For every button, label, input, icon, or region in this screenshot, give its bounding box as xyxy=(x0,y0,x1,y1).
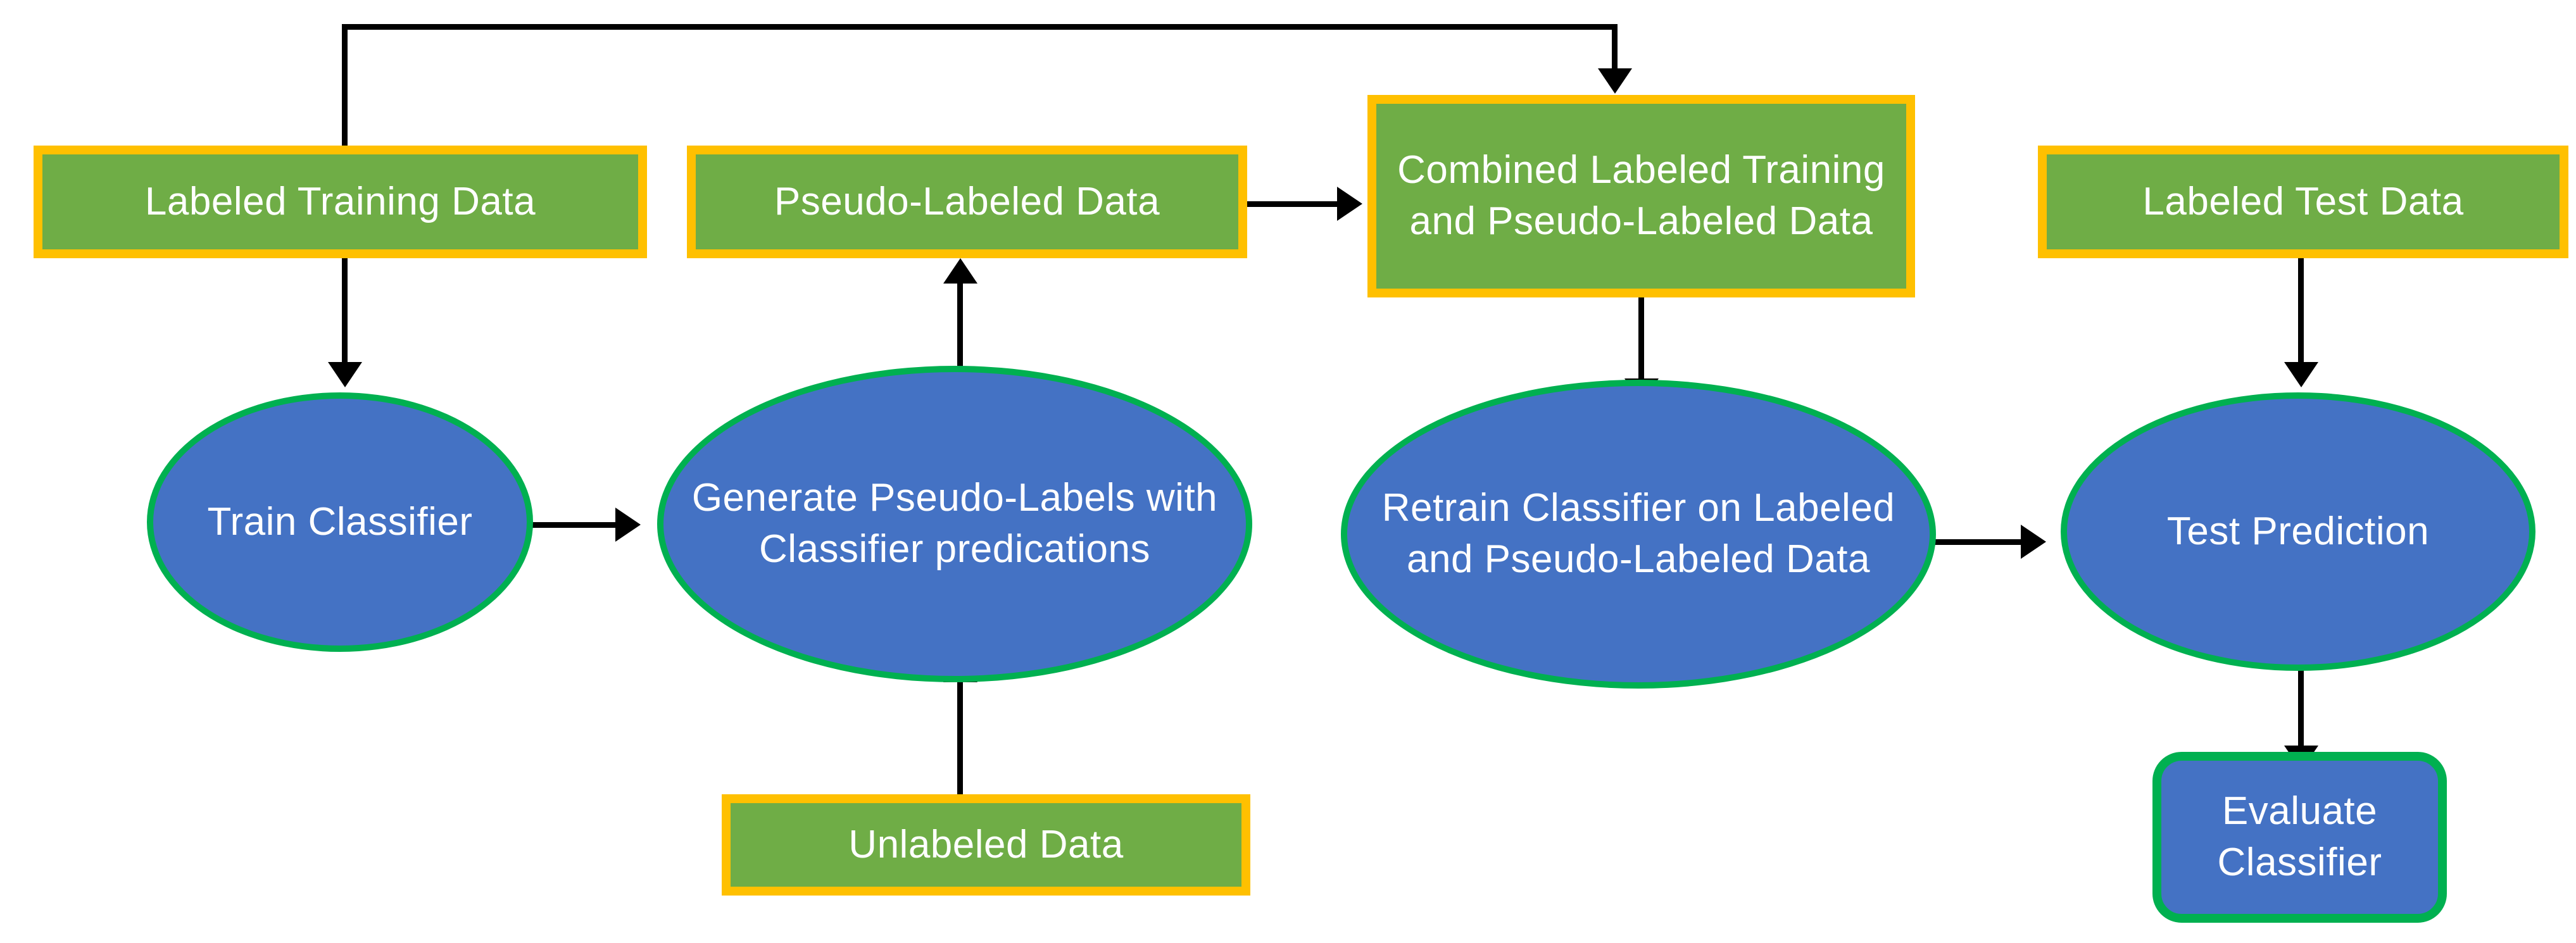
node-pseudo-labeled-data-label: Pseudo-Labeled Data xyxy=(774,179,1160,223)
node-labeled-test-data[interactable]: Labeled Test Data xyxy=(2038,146,2568,258)
node-evaluate-classifier[interactable]: Evaluate Classifier xyxy=(2152,752,2447,923)
edge-training-to-combined-riser xyxy=(342,27,348,147)
node-generate-pseudo-labels-label: Generate Pseudo-Labels with Classifier p… xyxy=(691,476,1218,571)
node-generate-pseudo-labels[interactable]: Generate Pseudo-Labels with Classifier p… xyxy=(657,366,1252,682)
edge-testdata-to-test-line xyxy=(2298,256,2304,367)
node-unlabeled-data[interactable]: Unlabeled Data xyxy=(722,794,1250,896)
edge-training-to-combined-drop xyxy=(1612,24,1618,73)
edge-pseudo-to-combined-line xyxy=(1247,201,1339,207)
node-labeled-training-data-label: Labeled Training Data xyxy=(144,179,536,223)
edge-testdata-to-test-arrowhead xyxy=(2284,362,2318,387)
edge-retrain-to-test-arrowhead xyxy=(2021,525,2046,559)
edge-train-to-generate-arrowhead xyxy=(615,508,641,542)
edge-train-to-generate-line xyxy=(531,522,622,528)
node-unlabeled-data-label: Unlabeled Data xyxy=(848,822,1124,866)
node-test-prediction[interactable]: Test Prediction xyxy=(2061,392,2535,671)
node-combined-data-label: Combined Labeled Training and Pseudo-Lab… xyxy=(1397,148,1885,243)
node-evaluate-classifier-label: Evaluate Classifier xyxy=(2217,789,2382,884)
edge-test-to-evaluate-line xyxy=(2298,670,2304,752)
edge-training-to-train-arrowhead xyxy=(328,362,362,387)
node-combined-data[interactable]: Combined Labeled Training and Pseudo-Lab… xyxy=(1367,95,1915,297)
node-train-classifier-label: Train Classifier xyxy=(207,499,473,544)
node-retrain-classifier[interactable]: Retrain Classifier on Labeled and Pseudo… xyxy=(1341,380,1936,689)
edge-generate-to-pseudo-arrowhead xyxy=(943,258,977,284)
edge-pseudo-to-combined-arrowhead xyxy=(1337,187,1362,221)
node-retrain-classifier-label: Retrain Classifier on Labeled and Pseudo… xyxy=(1381,486,1895,581)
edge-training-to-combined-top xyxy=(342,24,1618,30)
edge-retrain-to-test-line xyxy=(1934,539,2026,545)
node-labeled-test-data-label: Labeled Test Data xyxy=(2142,179,2464,223)
edge-training-to-combined-arrowhead xyxy=(1598,68,1632,94)
edge-training-to-train-line xyxy=(342,256,348,367)
node-pseudo-labeled-data[interactable]: Pseudo-Labeled Data xyxy=(687,146,1247,258)
edge-generate-to-pseudo-line xyxy=(957,282,963,392)
edge-combined-to-retrain-line xyxy=(1638,297,1644,383)
node-test-prediction-label: Test Prediction xyxy=(2166,509,2430,553)
edge-unlabeled-to-generate-line xyxy=(957,680,963,794)
node-labeled-training-data[interactable]: Labeled Training Data xyxy=(34,146,647,258)
node-train-classifier[interactable]: Train Classifier xyxy=(147,392,533,652)
